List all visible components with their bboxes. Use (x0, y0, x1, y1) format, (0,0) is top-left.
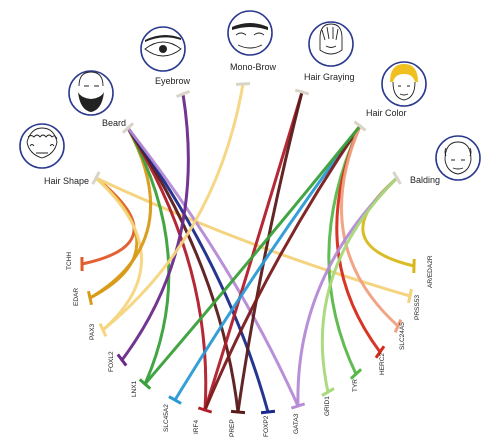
gene-anchor-gata3 (290, 402, 306, 410)
link-hair-graying-prep (236, 90, 304, 414)
gene-anchor-foxp2 (260, 409, 276, 415)
gene-anchor-slc24a5 (393, 318, 403, 334)
beard-portrait-icon (68, 70, 114, 116)
gene-anchor-herc2 (374, 345, 386, 359)
link-hair-color-irf4 (203, 124, 362, 412)
gene-label-slc24a5: SLC24A5 (399, 322, 406, 350)
trait-anchor-balding (392, 171, 402, 185)
trait-label-hair-color: Hair Color (366, 108, 407, 118)
link-layer (80, 82, 416, 414)
link-hair-shape-prss53 (94, 176, 412, 298)
gene-label-grid1: GRID1 (324, 396, 331, 416)
balding-portrait-icon (435, 135, 481, 181)
gene-anchor-irf4 (197, 406, 213, 414)
gene-anchor-tyr (349, 368, 363, 380)
gene-anchor-prss53 (407, 288, 413, 304)
link-hair-color-slc45a2 (173, 124, 362, 402)
gene-label-edar: EDAR (73, 288, 80, 306)
link-beard-lnx1 (126, 126, 171, 386)
hair-graying-portrait-icon (308, 21, 354, 67)
trait-label-beard: Beard (102, 118, 126, 128)
hair-shape-portrait-icon (19, 123, 65, 169)
trait-label-hair-graying: Hair Graying (304, 72, 355, 82)
link-beard-irf4 (126, 126, 208, 412)
link-hair-color-lnx1 (143, 124, 362, 386)
gene-anchor-lnx1 (138, 378, 152, 390)
gene-label-irf4: IRF4 (193, 420, 200, 434)
gene-anchor-prep (230, 409, 246, 415)
gene-label-herc2: HERC2 (379, 353, 386, 375)
link-balding-ar-eda2r (361, 176, 416, 268)
gene-label-tchh: TCHH (66, 252, 73, 270)
gene-label-ar-eda2r: AR/EDA2R (427, 255, 434, 288)
trait-anchor-hair-color (353, 120, 367, 132)
gene-label-foxl2: FOXL2 (108, 351, 115, 372)
gene-label-prep: PREP (229, 419, 236, 437)
gene-label-foxp2: FOXP2 (263, 415, 270, 437)
gene-anchor-pax3 (98, 323, 108, 337)
trait-label-balding: Balding (410, 175, 440, 185)
link-hair-color-slc24a5 (340, 124, 400, 328)
gene-anchor-grid1 (321, 387, 335, 397)
gene-label-prss53: PRSS53 (414, 295, 421, 320)
link-balding-grid1 (320, 176, 399, 394)
link-eyebrow-foxl2 (120, 92, 190, 362)
gene-anchor-foxl2 (116, 353, 128, 367)
hair-color-portrait-icon (381, 61, 427, 107)
gene-label-gata3: GATA3 (293, 413, 300, 434)
trait-anchor-hair-shape (91, 171, 101, 185)
link-beard-gata3 (126, 126, 300, 408)
anchor-layer (80, 82, 416, 415)
gene-label-pax3: PAX3 (89, 323, 96, 340)
gene-label-lnx1: LNX1 (131, 380, 138, 397)
link-beard-prep (126, 126, 240, 414)
link-mono-brow-pax3 (101, 82, 245, 332)
trait-label-hair-shape: Hair Shape (44, 176, 89, 186)
trait-anchor-eyebrow (175, 89, 191, 99)
trait-label-mono-brow: Mono-Brow (230, 62, 277, 72)
trait-anchor-mono-brow (235, 82, 251, 86)
link-hair-shape-pax3 (94, 176, 143, 332)
trait-anchor-beard (121, 122, 135, 134)
gene-anchor-slc45a2 (168, 395, 182, 405)
mono-brow-portrait-icon (227, 10, 273, 56)
trait-label-eyebrow: Eyebrow (155, 76, 191, 86)
gene-label-tyr: TYR (352, 379, 359, 392)
gene-anchor-edar (87, 290, 93, 306)
gene-label-slc45a2: SLC45A2 (163, 404, 170, 432)
trait-anchor-hair-graying (294, 88, 310, 96)
link-beard-foxp2 (126, 126, 270, 414)
eyebrow-portrait-icon (140, 26, 186, 72)
